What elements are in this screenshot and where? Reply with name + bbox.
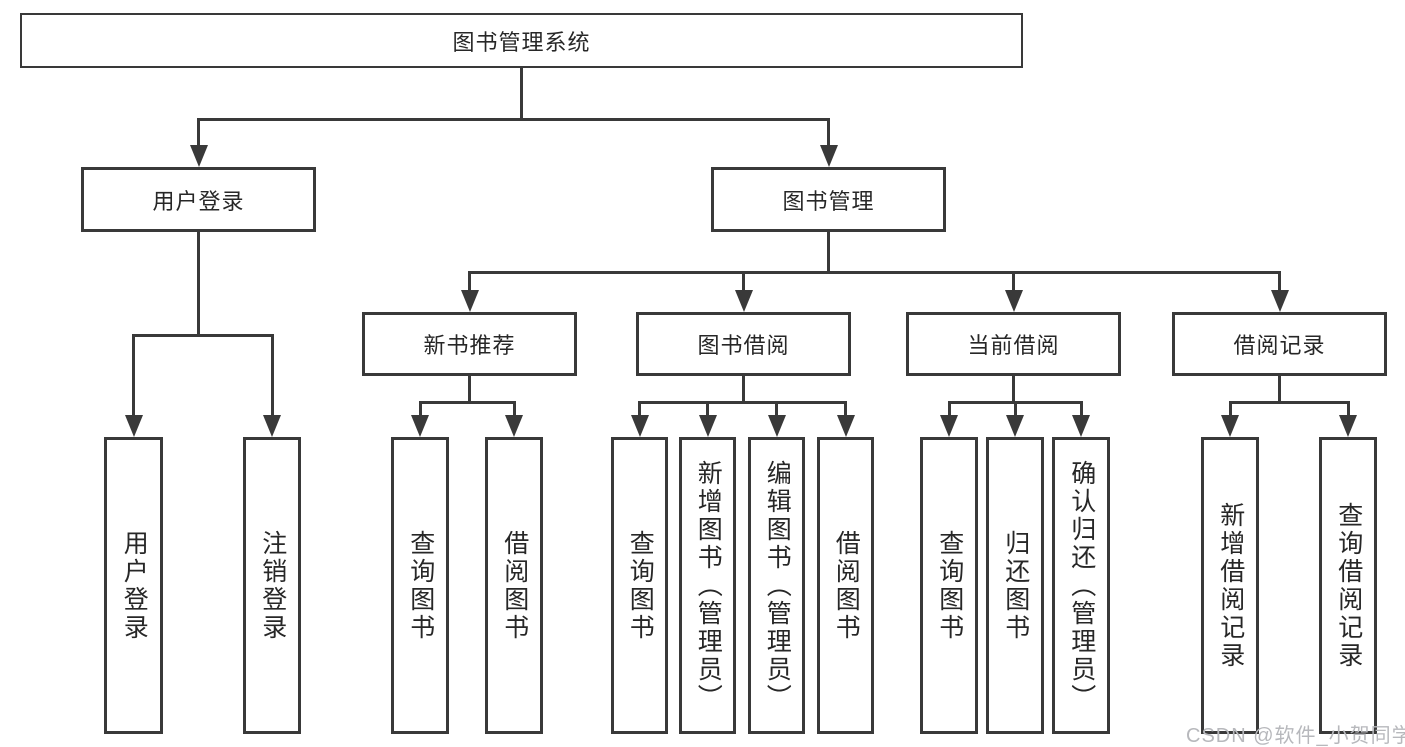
leaf-borrow-books: 借阅图书	[485, 437, 543, 734]
leaf-add-borrow-record: 新增借阅记录	[1201, 437, 1259, 734]
arrowhead	[1221, 415, 1239, 437]
node-current-borrowing: 当前借阅	[906, 312, 1121, 376]
connector-line	[638, 401, 641, 417]
leaf-return-books: 归还图书	[986, 437, 1044, 734]
connector-line	[827, 118, 830, 146]
node-user-login: 用户登录	[81, 167, 316, 232]
connector-line	[468, 271, 1281, 274]
arrowhead	[1270, 290, 1289, 312]
connector-line	[1228, 401, 1350, 404]
connector-line	[947, 401, 951, 417]
connector-line	[827, 232, 830, 274]
connector-line	[1278, 376, 1281, 403]
connector-line	[1346, 401, 1350, 417]
connector-line	[197, 118, 200, 146]
connector-line	[638, 401, 847, 404]
leaf-user-login: 用户登录	[104, 437, 163, 734]
arrowhead	[734, 290, 753, 312]
connector-line	[1079, 401, 1083, 417]
arrowhead	[505, 415, 523, 437]
connector-line	[270, 334, 274, 418]
arrowhead	[189, 145, 208, 167]
connector-line	[1012, 271, 1015, 292]
node-book-borrowing: 图书借阅	[636, 312, 851, 376]
leaf-add-books-admin: 新增图书（管理员）	[679, 437, 736, 734]
arrowhead	[411, 415, 429, 437]
connector-line	[775, 401, 778, 417]
connector-line	[197, 232, 200, 336]
connector-line	[1278, 271, 1281, 292]
leaf-edit-books-admin: 编辑图书（管理员）	[748, 437, 805, 734]
connector-line	[1228, 401, 1232, 417]
connector-line	[512, 401, 516, 417]
connector-line	[520, 68, 523, 120]
leaf-borrow-books: 借阅图书	[817, 437, 874, 734]
leaf-query-books: 查询图书	[920, 437, 978, 734]
arrowhead	[767, 415, 786, 437]
arrowhead	[124, 415, 143, 437]
connector-line	[1012, 376, 1015, 403]
arrowhead	[630, 415, 649, 437]
leaf-query-borrow-record: 查询借阅记录	[1319, 437, 1377, 734]
leaf-logout: 注销登录	[243, 437, 301, 734]
connector-line	[418, 401, 422, 417]
connector-line	[196, 118, 830, 121]
connector-line	[468, 376, 471, 403]
node-new-book-recommendation: 新书推荐	[362, 312, 577, 376]
leaf-query-books: 查询图书	[611, 437, 668, 734]
connector-line	[742, 376, 745, 403]
connector-line	[132, 334, 274, 337]
arrowhead	[1006, 415, 1024, 437]
leaf-query-books: 查询图书	[391, 437, 449, 734]
connector-line	[418, 401, 516, 404]
connector-line	[844, 401, 847, 417]
arrowhead	[460, 290, 479, 312]
leaf-confirm-return-admin: 确认归还（管理员）	[1052, 437, 1110, 734]
arrowhead	[1072, 415, 1090, 437]
arrowhead	[1339, 415, 1357, 437]
arrowhead	[698, 415, 717, 437]
csdn-watermark: CSDN @软件_小贺同学	[1186, 725, 1405, 747]
arrowhead	[940, 415, 958, 437]
connector-line	[742, 271, 745, 292]
connector-line	[132, 334, 135, 418]
node-borrowing-records: 借阅记录	[1172, 312, 1387, 376]
arrowhead	[263, 415, 281, 437]
connector-line	[468, 271, 471, 292]
connector-line	[1013, 401, 1017, 417]
arrowhead	[1004, 290, 1023, 312]
connector-line	[706, 401, 709, 417]
arrowhead	[836, 415, 855, 437]
node-root: 图书管理系统	[20, 13, 1023, 68]
node-book-management: 图书管理	[711, 167, 946, 232]
arrowhead	[819, 145, 838, 167]
